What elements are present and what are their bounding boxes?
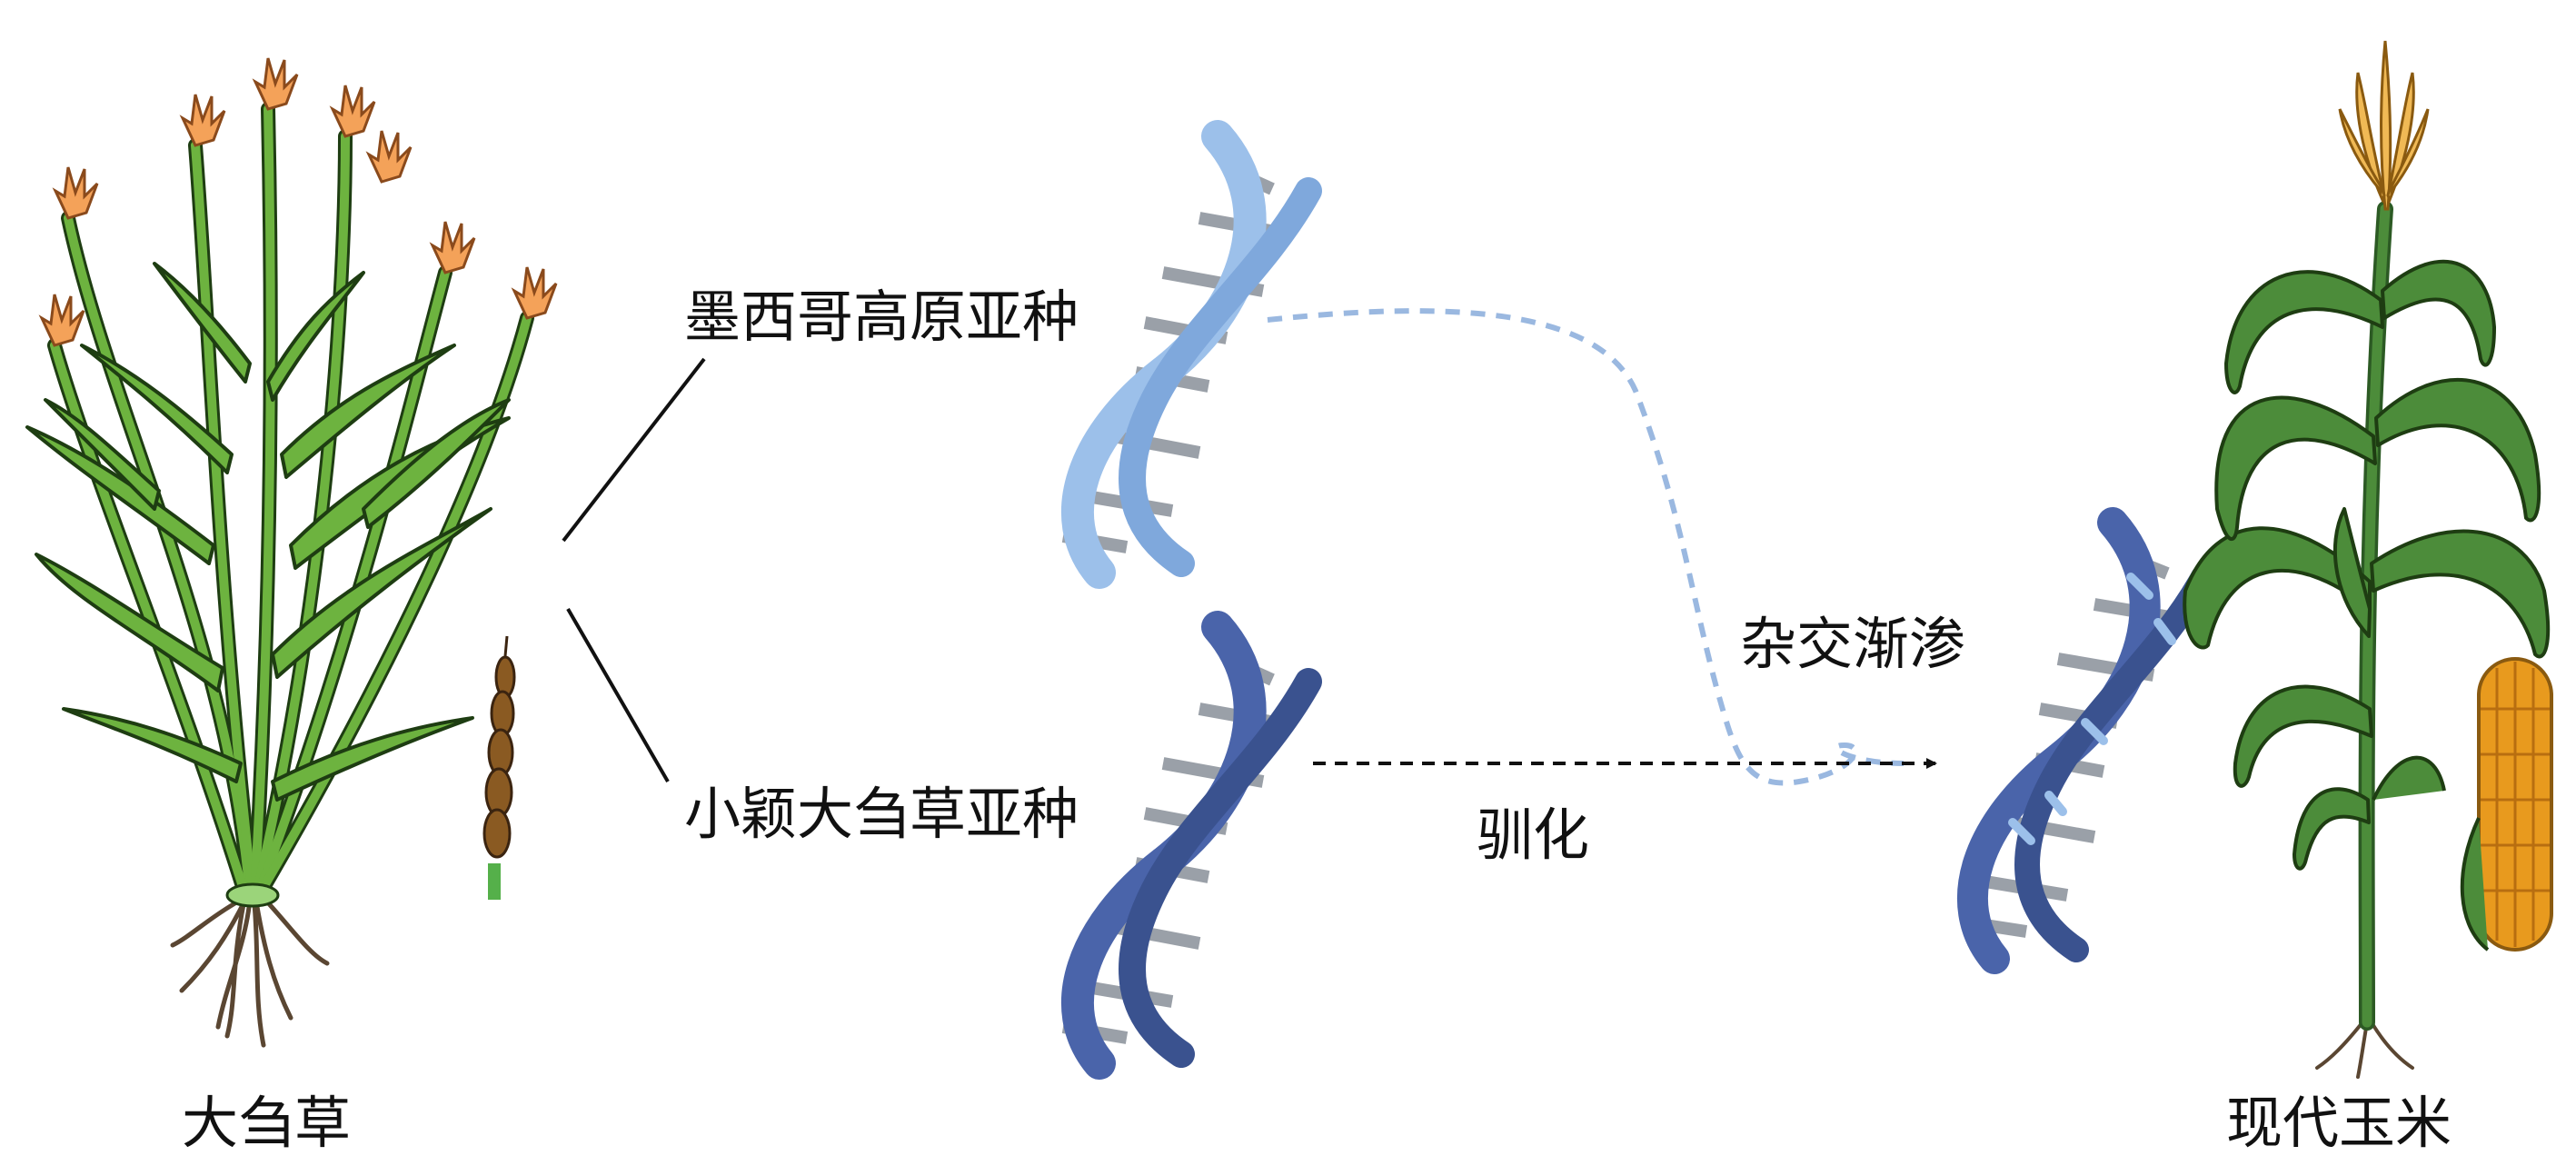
dna-helix-parviglumis-icon bbox=[1061, 611, 1322, 1080]
teosinte-plant-icon bbox=[25, 57, 558, 1048]
split-lines bbox=[562, 357, 706, 783]
maize-plant-icon bbox=[2183, 40, 2553, 1079]
label-teosinte: 大刍草 bbox=[182, 1090, 352, 1156]
label-parviglumis: 小颖大刍草亚种 bbox=[684, 781, 1079, 847]
label-modern-maize: 现代玉米 bbox=[2226, 1090, 2452, 1156]
maize-ear-icon bbox=[2372, 657, 2553, 952]
label-domestication: 驯化 bbox=[1477, 802, 1590, 868]
label-mexicana: 墨西哥高原亚种 bbox=[684, 284, 1079, 350]
teosinte-seed-spike-icon bbox=[482, 635, 516, 900]
introgression-path bbox=[1267, 308, 1905, 786]
label-introgression: 杂交渐渗 bbox=[1740, 611, 1966, 677]
dna-helix-maize-icon bbox=[1957, 507, 2216, 974]
dna-helix-mexicana-icon bbox=[1061, 120, 1322, 589]
